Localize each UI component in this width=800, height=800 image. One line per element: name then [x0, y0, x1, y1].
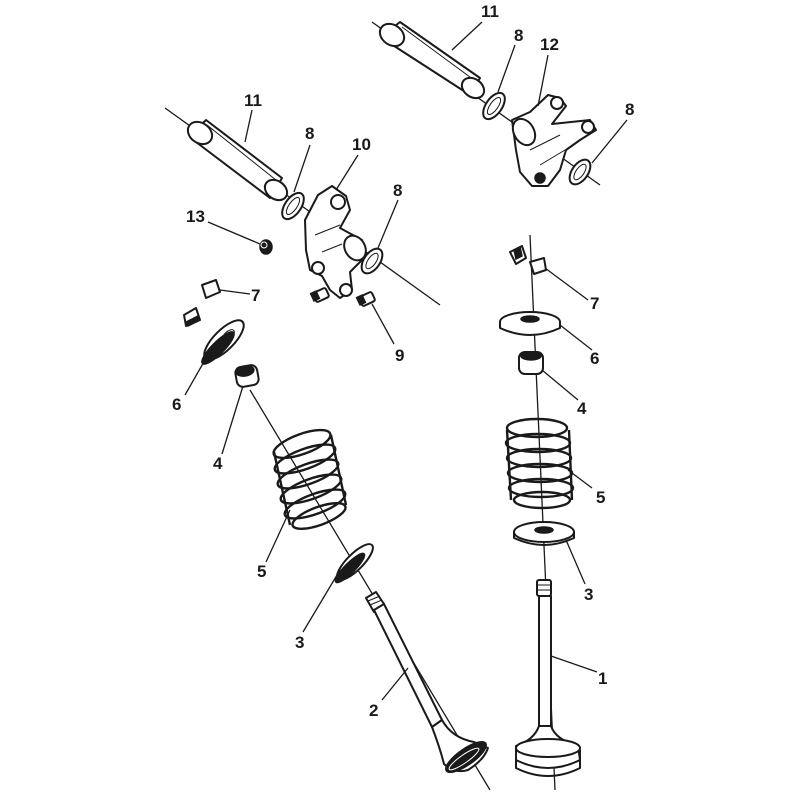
callout-13: 13	[186, 207, 205, 226]
callout-2: 2	[369, 701, 378, 720]
spring-seat-right	[513, 521, 575, 546]
rocker-shaft-left	[164, 107, 441, 306]
callout-3-left: 3	[295, 633, 304, 652]
valve-spring-left	[272, 428, 348, 530]
callout-11-left: 11	[244, 91, 262, 110]
callout-6-left: 6	[172, 395, 181, 414]
o-ring-mid	[360, 247, 384, 275]
callout-8-left: 8	[305, 124, 314, 143]
valve-intake-right	[515, 579, 581, 777]
retainer-left	[201, 319, 245, 365]
o-ring-upper-left	[482, 91, 506, 121]
o-ring-upper-right	[568, 158, 592, 186]
plug-13	[259, 239, 273, 255]
o-ring-left	[281, 191, 305, 221]
callout-12: 12	[540, 35, 559, 54]
spring-seat-left	[334, 543, 374, 584]
callout-3-right: 3	[584, 585, 593, 604]
left-valve-axis	[249, 389, 491, 791]
retainer-right	[499, 311, 561, 336]
rocker-arm-left	[304, 185, 367, 299]
callout-11-top: 11	[481, 2, 499, 21]
callout-4-left: 4	[213, 454, 223, 473]
callout-5-left: 5	[257, 562, 266, 581]
valve-exhaust-left	[365, 591, 489, 773]
valve-seal-left	[234, 364, 260, 388]
keepers-right	[509, 245, 547, 275]
callout-7-left: 7	[251, 286, 260, 305]
callout-7-right: 7	[590, 294, 599, 313]
callout-5-right: 5	[596, 488, 605, 507]
callout-numbers: 11 8 12 8 11 8 10 8 13 7 9 7 6 6 4 4 5 5…	[172, 2, 634, 720]
callout-6-right: 6	[590, 349, 599, 368]
rocker-arm-upper	[511, 94, 597, 187]
callout-1: 1	[598, 669, 607, 688]
callout-8-top-left: 8	[514, 26, 523, 45]
callout-10: 10	[352, 135, 371, 154]
valve-seal-right	[518, 351, 544, 375]
callout-4-right: 4	[577, 399, 587, 418]
callout-9: 9	[395, 346, 404, 365]
keepers-left	[183, 279, 221, 328]
leader-lines	[184, 21, 628, 701]
callout-8-top-right: 8	[625, 100, 634, 119]
callout-8-mid: 8	[393, 181, 402, 200]
bolt-9-right	[355, 291, 376, 307]
bolt-9-left	[309, 287, 330, 303]
